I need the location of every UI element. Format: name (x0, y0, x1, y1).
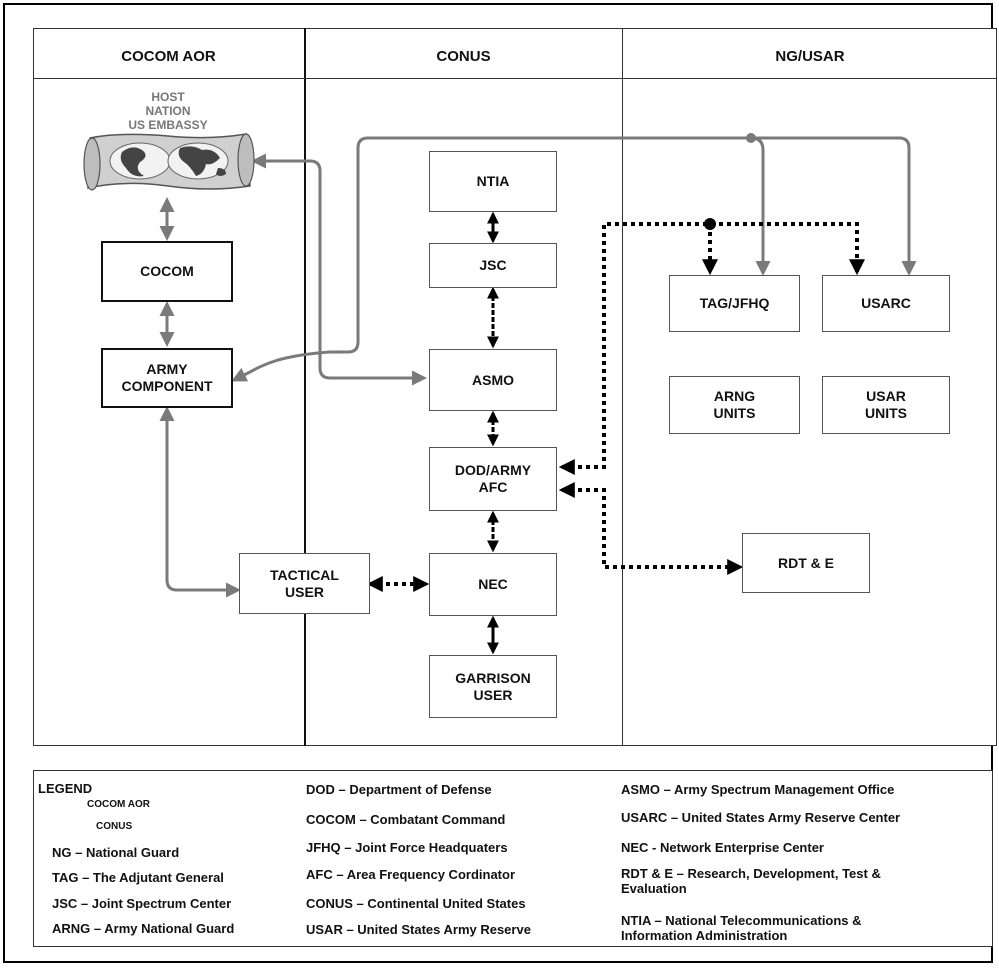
header-ng-usar: NG/USAR (775, 47, 845, 65)
box-tag-jfhq: TAG/JFHQ (669, 275, 800, 332)
world-map-scroll-icon (83, 133, 255, 191)
box-dod-army-afc: DOD/ARMY AFC (429, 447, 557, 511)
legend-conus: CONUS – Continental United States (306, 896, 526, 911)
box-rdt-e: RDT & E (742, 533, 870, 593)
box-cocom: COCOM (101, 241, 233, 302)
connector-army-tag-usarc (231, 136, 917, 382)
box-ntia: NTIA (429, 151, 557, 212)
junction-conus-top (704, 218, 716, 230)
box-army-component: ARMY COMPONENT (101, 348, 233, 408)
legend-title: LEGEND (38, 781, 93, 796)
box-usarc: USARC (822, 275, 950, 332)
legend-ntia: NTIA – National Telecommunications & Inf… (621, 913, 862, 943)
legend-key-conus-label: CONUS (96, 821, 133, 832)
connector-army-tactical (159, 406, 241, 598)
header-conus: CONUS (436, 47, 491, 65)
legend-ng: NG – National Guard (52, 845, 180, 860)
legend-usar: USAR – United States Army Reserve (306, 922, 531, 937)
connector-host-asmo (251, 153, 427, 386)
legend-cocom: COCOM – Combatant Command (306, 812, 506, 827)
box-arng-units: ARNG UNITS (669, 376, 800, 434)
legend-afc: AFC – Area Frequency Cordinator (306, 867, 516, 882)
legend-jfhq: JFHQ – Joint Force Headquaters (306, 840, 508, 855)
box-usar-units: USAR UNITS (822, 376, 950, 434)
host-nation-label: HOST NATION US EMBASSY (128, 90, 208, 132)
box-tactical-user: TACTICAL USER (239, 553, 370, 614)
box-nec: NEC (429, 553, 557, 616)
connector-branch-tag (750, 136, 771, 276)
legend-key-cocom-label: COCOM AOR (87, 799, 150, 810)
conus-dotted-connectors (366, 222, 865, 592)
legend-jsc: JSC – Joint Spectrum Center (52, 896, 232, 911)
host-nation-group: HOST NATION US EMBASSY (78, 90, 258, 198)
header-cocom-aor: COCOM AOR (121, 47, 216, 65)
legend-dod: DOD – Department of Defense (306, 782, 492, 797)
connector-afc-ng (558, 222, 865, 475)
box-asmo: ASMO (429, 349, 557, 411)
cocom-aor-connectors (159, 136, 917, 598)
legend-nec: NEC - Network Enterprise Center (621, 840, 824, 855)
column-divider-left (304, 28, 306, 746)
connector-afc-rdte (558, 482, 744, 575)
legend-box (33, 770, 993, 947)
legend-asmo: ASMO – Army Spectrum Management Office (621, 782, 895, 797)
legend-usarc: USARC – United States Army Reserve Cente… (621, 810, 901, 825)
box-garrison-user: GARRISON USER (429, 655, 557, 718)
junction-cocom-top (746, 133, 756, 143)
legend-rdt-e: RDT & E – Research, Development, Test & … (621, 866, 881, 896)
legend-arng: ARNG – Army National Guard (52, 921, 235, 936)
box-jsc: JSC (429, 243, 557, 288)
legend-tag: TAG – The Adjutant General (52, 870, 224, 885)
header-divider (33, 78, 997, 79)
